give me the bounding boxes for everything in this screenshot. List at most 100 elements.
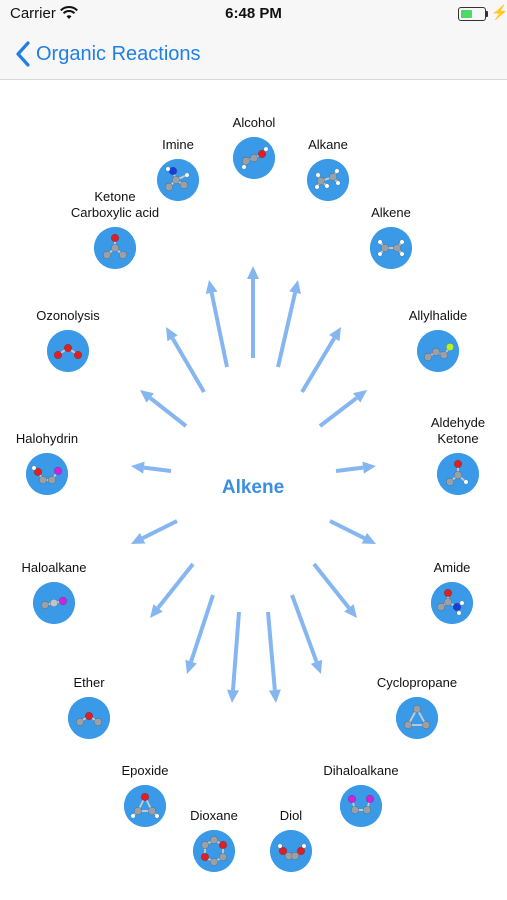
reaction-arrow [150,562,195,618]
wifi-icon [60,6,78,19]
battery-cap [486,11,488,17]
clock: 6:48 PM [225,5,282,22]
amide-molecule-icon[interactable] [431,582,473,624]
cyclopropane-molecule-icon[interactable] [396,697,438,739]
reaction-node-haloalkane[interactable]: Haloalkane [0,560,134,624]
reaction-arrow [227,611,241,703]
reaction-node-label: Ketone Carboxylic acid [70,189,160,220]
reaction-node-epoxide[interactable]: Epoxide [65,763,225,827]
arrow-shaft [231,611,241,691]
arrow-shaft [149,396,188,428]
epoxide-molecule-icon[interactable] [124,785,166,827]
reaction-node-label: Aldehyde Ketone [430,415,486,446]
reaction-node-dioxane[interactable]: Dioxane [134,808,294,872]
arrow-head [353,390,367,403]
dioxane-molecule-icon[interactable] [193,830,235,872]
reaction-node-halohydrin[interactable]: Halohydrin [0,431,127,495]
charging-bolt-icon: ⚡ [491,4,507,20]
reaction-arrow [329,519,376,544]
arrow-head [150,604,163,618]
reaction-arrows [131,266,376,703]
reaction-node-label: Ozonolysis [36,308,100,323]
reaction-node-alkane[interactable]: Alkane [248,137,408,201]
arrow-shaft [141,519,178,540]
dihaloalkane-molecule-icon[interactable] [340,785,382,827]
arrow-head [344,604,357,618]
reaction-node-label: Haloalkane [21,560,87,575]
arrow-shaft [170,337,206,394]
imine-molecule-icon[interactable] [157,159,199,201]
arrow-shaft [266,611,277,691]
reaction-arrow [335,461,376,474]
arrow-shaft [329,519,366,540]
status-bar: Carrier 6:48 PM ⚡ [0,0,507,28]
diol-molecule-icon[interactable] [270,830,312,872]
arrow-head [131,532,146,544]
reaction-arrow [131,519,178,544]
arrow-shaft [209,292,229,368]
arrow-shaft [318,396,358,428]
reaction-node-alkene[interactable]: Alkene [311,205,471,269]
arrow-head [166,327,178,342]
reaction-node-dihaloalkane[interactable]: Dihaloalkane [281,763,441,827]
arrow-shaft [156,562,195,610]
reaction-arrow [312,562,357,618]
reaction-node-cyclopropane[interactable]: Cyclopropane [337,675,497,739]
back-label: Organic Reactions [36,42,201,65]
allylhalide-molecule-icon[interactable] [417,330,459,372]
back-button[interactable]: Organic Reactions [12,36,201,72]
reaction-arrow [318,390,367,428]
reaction-arrow [266,611,281,703]
reaction-node-allylhalide[interactable]: Allylhalide [358,308,507,372]
alkane-molecule-icon[interactable] [307,159,349,201]
arrow-shaft [335,465,364,473]
arrow-head [329,327,341,342]
reaction-node-label: Halohydrin [15,431,79,446]
reaction-node-imine[interactable]: Imine [98,137,258,201]
reaction-arrow [140,390,188,428]
reaction-node-label: Alkane [308,137,348,152]
arrow-shaft [300,337,337,394]
reaction-arrow [300,327,341,394]
haloalkane-molecule-icon[interactable] [33,582,75,624]
reaction-arrow [185,594,215,674]
reaction-node-label: Cyclopropane [376,675,458,690]
center-compound-label: Alkene [221,477,285,498]
alkene-molecule-icon[interactable] [370,227,412,269]
reaction-node-amide[interactable]: Amide [372,560,507,624]
reaction-arrow [166,327,206,394]
aldehyde-ketone-molecule-icon[interactable] [437,453,479,495]
arrow-shaft [290,594,319,663]
reaction-node-aldehyde-ketone[interactable]: Aldehyde Ketone [378,415,507,495]
chevron-left-icon [16,41,30,67]
arrow-head [205,280,218,294]
reaction-arrow [276,280,301,368]
arrow-head [247,266,259,279]
halohydrin-molecule-icon[interactable] [26,453,68,495]
arrow-head [185,659,197,674]
reaction-node-alcohol[interactable]: Alcohol [174,115,334,179]
navigation-bar: Organic Reactions [0,28,507,80]
reaction-node-label: Dioxane [190,808,238,823]
reaction-node-ether[interactable]: Ether [9,675,169,739]
arrow-shaft [312,562,351,610]
reaction-arrow [247,266,259,358]
battery-level [461,10,472,18]
reaction-node-diol[interactable]: Diol [211,808,371,872]
reaction-node-label: Amide [433,560,471,575]
ketone-carboxylic-acid-molecule-icon[interactable] [94,227,136,269]
reaction-node-label: Epoxide [121,763,169,778]
reaction-arrow [205,280,229,368]
arrow-head [289,280,301,295]
arrow-shaft [276,292,298,368]
alcohol-molecule-icon[interactable] [233,137,275,179]
reaction-node-ketone-carboxylic-acid[interactable]: Ketone Carboxylic acid [35,189,195,269]
reaction-node-label: Ether [73,675,105,690]
arrow-head [268,689,281,703]
reaction-node-ozonolysis[interactable]: Ozonolysis [0,308,148,372]
ether-molecule-icon[interactable] [68,697,110,739]
reaction-node-label: Diol [279,808,303,823]
ozonolysis-molecule-icon[interactable] [47,330,89,372]
arrow-shaft [143,465,172,473]
